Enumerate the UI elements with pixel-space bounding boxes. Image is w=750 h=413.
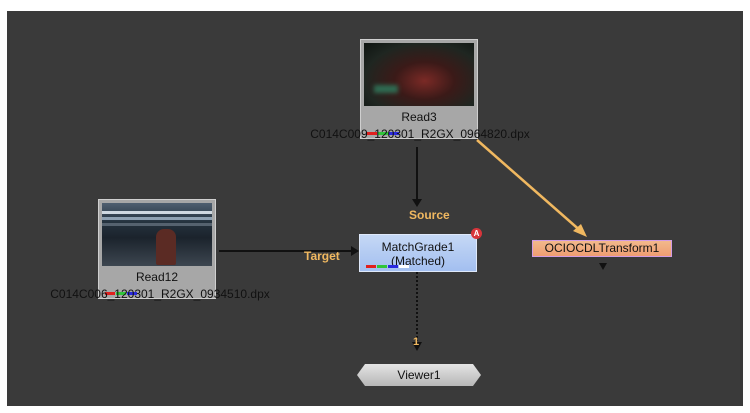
matchgrade1-node[interactable]: MatchGrade1 (Matched) A — [359, 228, 482, 272]
matchgrade1-title: MatchGrade1 — [381, 240, 455, 254]
viewer-input-number: 1 — [413, 336, 420, 348]
source-input-label: Source — [409, 208, 450, 222]
matchgrade1-subtitle: (Matched) — [390, 254, 446, 268]
wire-arrow-target — [351, 246, 359, 256]
read3-channel-chips — [367, 132, 400, 135]
wire-arrow-ocio — [573, 224, 587, 237]
channel-red-chip — [105, 292, 115, 295]
read3-thumbnail — [364, 43, 474, 106]
read3-title: Read3 — [401, 110, 437, 124]
channel-green-chip — [377, 265, 387, 268]
channel-blue-chip — [127, 292, 137, 295]
node-graph-canvas[interactable]: Read3 C014C009_120301_R2GX_0964820.dpx R… — [7, 11, 743, 406]
alert-badge-icon: A — [471, 228, 482, 239]
wire-arrow-source — [412, 199, 422, 207]
connection-wires — [219, 139, 587, 351]
read12-title: Read12 — [135, 270, 179, 284]
ociocdltransform1-title: OCIOCDLTransform1 — [544, 241, 660, 255]
read12-thumbnail — [102, 203, 212, 266]
channel-green-chip — [116, 292, 126, 295]
viewer1-title: Viewer1 — [397, 368, 441, 382]
target-input-label: Target — [304, 249, 340, 263]
channel-alpha-chip — [399, 265, 409, 268]
ociocdltransform1-node[interactable]: OCIOCDLTransform1 — [532, 240, 672, 257]
channel-red-chip — [367, 132, 377, 135]
channel-green-chip — [378, 132, 388, 135]
wire-arrow-viewer — [412, 342, 422, 351]
read3-filename: C014C009_120301_R2GX_0964820.dpx — [310, 127, 530, 141]
matchgrade1-channel-chips — [366, 265, 410, 268]
viewer1-node[interactable]: Viewer1 — [357, 364, 481, 386]
wire-read3-to-ocio — [476, 139, 584, 234]
read12-node[interactable]: Read12 — [98, 199, 216, 299]
channel-blue-chip — [389, 132, 399, 135]
read3-node[interactable]: Read3 — [360, 39, 478, 139]
channel-red-chip — [366, 265, 376, 268]
ociocdltransform1-output-arrow-icon — [599, 263, 607, 270]
read12-filename: C014C006_120301_R2GX_0934510.dpx — [50, 287, 270, 301]
channel-blue-chip — [388, 265, 398, 268]
read12-channel-chips — [105, 292, 138, 295]
